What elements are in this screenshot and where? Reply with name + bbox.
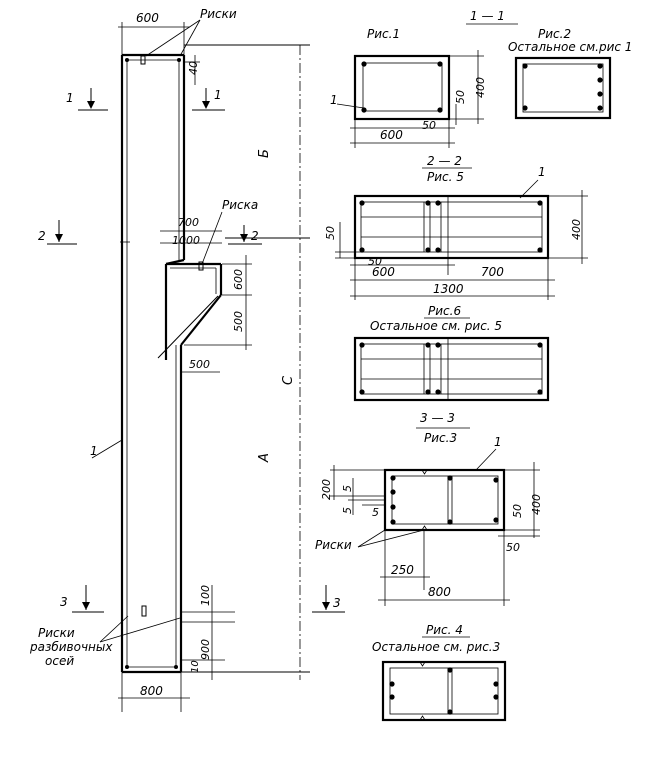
dim-s22-50a: 50	[324, 226, 337, 240]
label-riski-top: Риски	[200, 7, 237, 21]
title-sec22-fig: Рис. 5	[427, 170, 464, 184]
title-sec22: 2 — 2	[427, 154, 462, 168]
title-sec11: 1 — 1	[470, 9, 505, 23]
dim-corbel-700: 700	[178, 216, 199, 229]
cut3-left-label: 3	[60, 595, 68, 609]
dim-bottom-100: 100	[199, 585, 212, 606]
title-fig4-note: Остальное см. рис.3	[372, 640, 500, 654]
dim-top-offset: 40	[187, 61, 200, 75]
section-2-2: 2 — 2 Рис. 5 1 50 50 600 700 1300	[324, 154, 588, 300]
title-fig4: Рис. 4	[426, 623, 463, 637]
dim-s11-50a: 50	[454, 90, 467, 104]
section-1-1: Рис.1 1 — 1 1 400 50 50 600	[330, 9, 518, 148]
label-riski-axes-1: Риски	[38, 626, 75, 640]
section-3-3: 3 — 3 Рис.3 1 200 5 5 5 Риски	[315, 411, 543, 606]
leader-s11-label: 1	[330, 93, 338, 107]
dim-bottom-900: 900	[199, 639, 212, 660]
dim-s33-200: 200	[320, 479, 333, 500]
label-riski-s33: Риски	[315, 538, 352, 552]
dim-bottom-10: 10	[190, 660, 201, 673]
cut1-right-label: 1	[214, 88, 222, 102]
segment-label-b: Б	[257, 149, 272, 158]
label-riski-axes-3: осей	[45, 654, 74, 668]
title-fig6: Рис.6	[428, 304, 461, 318]
segment-label-a: А	[257, 453, 272, 463]
dim-s11-400: 400	[474, 77, 487, 98]
label-riska-mid: Риска	[222, 198, 258, 212]
segment-label-c: С	[281, 375, 296, 385]
dim-corbel-600: 600	[232, 269, 245, 290]
dim-s33-400: 400	[530, 494, 543, 515]
leader-s33-label: 1	[494, 435, 502, 449]
dim-s11-50b: 50	[422, 119, 436, 132]
column-elevation	[120, 44, 310, 680]
dim-s33-800: 800	[428, 585, 451, 599]
dim-s33-5a: 5	[341, 485, 354, 492]
cut3-right-label: 3	[333, 596, 341, 610]
cut2-left-label: 2	[38, 229, 46, 243]
dim-s33-50a: 50	[511, 504, 524, 518]
dim-s33-250: 250	[391, 563, 414, 577]
dim-corbel-1000: 1000	[172, 234, 200, 247]
dim-corbel-500b: 500	[189, 358, 210, 371]
dim-s33-50b: 50	[506, 541, 520, 554]
dim-s22-1300: 1300	[433, 282, 464, 296]
title-sec33: 3 — 3	[420, 411, 455, 425]
figure-2: Рис.2 Остальное см.рис 1	[508, 27, 632, 120]
cut1-left-label: 1	[66, 91, 74, 105]
dim-top-width: 600	[136, 11, 159, 25]
dim-s11-600: 600	[380, 128, 403, 142]
dim-s22-400: 400	[570, 219, 583, 240]
leader-s22-label: 1	[538, 165, 546, 179]
title-fig2: Рис.2	[538, 27, 571, 41]
leader-label-column: 1	[90, 444, 98, 458]
title-fig6-note: Остальное см. рис. 5	[370, 319, 502, 333]
figure-4: Рис. 4 Остальное см. рис.3	[372, 623, 507, 722]
title-fig2-note: Остальное см.рис 1	[508, 40, 632, 54]
callouts: Риски Риска Риски разбивочных осей 1	[29, 7, 258, 668]
title-fig1: Рис.1	[367, 27, 400, 41]
dim-s22-700: 700	[481, 265, 504, 279]
label-riski-axes-2: разбивочных	[29, 640, 113, 654]
dim-corbel-500a: 500	[232, 311, 245, 332]
title-sec33-fig: Рис.3	[424, 431, 457, 445]
cut-markers: 1 1 2 2 3 3	[38, 88, 345, 613]
dim-s22-600: 600	[372, 265, 395, 279]
dim-s33-5b: 5	[341, 507, 354, 514]
dim-bottom-width: 800	[140, 684, 163, 698]
figure-6: Рис.6 Остальное см. рис. 5	[353, 304, 550, 402]
column-dimensions: 600 40 700 1000 600 500 500 100 900 10 8…	[118, 11, 252, 712]
cut2-right-label: 2	[251, 229, 259, 243]
dim-s33-5c: 5	[372, 506, 379, 519]
